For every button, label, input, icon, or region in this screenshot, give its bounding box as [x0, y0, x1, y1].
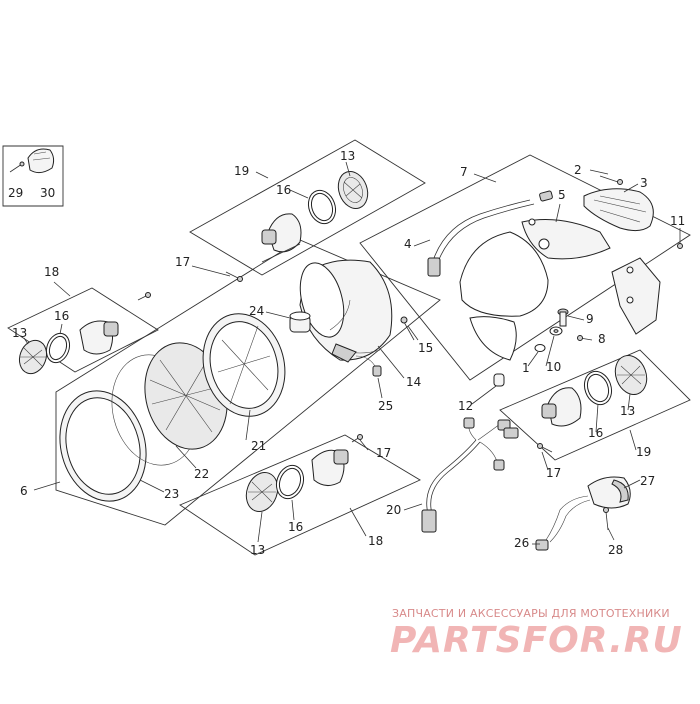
callout-c21: 21 — [251, 439, 266, 453]
group-box-6-headlight — [55, 239, 441, 526]
part-12-grommet — [493, 373, 505, 387]
callout-c16b: 16 — [288, 520, 303, 534]
watermark-logo: PARTSFOR.RU — [390, 620, 683, 660]
callout-c17b: 17 — [376, 446, 391, 460]
part-11-screw — [677, 228, 683, 249]
callout-c4: 4 — [404, 237, 412, 251]
callout-c19t: 19 — [234, 164, 249, 178]
group-box-19-top — [189, 139, 426, 276]
callout-c16t: 16 — [276, 183, 291, 197]
part-3-rear-light — [583, 188, 654, 232]
part-16-gasket-top — [307, 189, 337, 225]
part-27-plate-light — [587, 476, 631, 509]
callout-c8: 8 — [598, 332, 606, 346]
part-13-lens-top — [337, 171, 369, 209]
part-14-headlight-shell — [299, 259, 393, 363]
part-13-lens-left — [18, 339, 48, 375]
group-box-7-fairing — [359, 154, 691, 381]
callout-c13b: 13 — [250, 543, 265, 557]
callout-c5: 5 — [558, 188, 566, 202]
part-9-bolt — [557, 308, 569, 327]
callout-c11: 11 — [670, 214, 685, 228]
part-18-signal-body-left — [79, 320, 119, 355]
callout-c18b: 18 — [368, 534, 383, 548]
callout-c26: 26 — [514, 536, 529, 550]
part-19-signal-body-top — [261, 213, 302, 263]
part-24-bulb-socket — [289, 311, 311, 333]
part-25-wire-connector — [355, 355, 383, 399]
group-box-19-right — [499, 349, 691, 461]
leader-lines — [23, 161, 641, 545]
part-10-washer — [549, 326, 563, 336]
callout-c2: 2 — [574, 163, 582, 177]
callout-c22: 22 — [194, 467, 209, 481]
callout-c10: 10 — [546, 360, 561, 374]
part-13-lens-bottom — [245, 472, 279, 512]
part-13-lens-right — [614, 355, 648, 395]
group-box-18-bottom — [179, 434, 421, 556]
callout-c15: 15 — [418, 341, 433, 355]
part-30-cap — [27, 148, 55, 174]
callout-c13r: 13 — [620, 404, 635, 418]
callout-c6: 6 — [20, 484, 28, 498]
callout-c18l: 18 — [44, 265, 59, 279]
callout-c30: 30 — [40, 186, 55, 200]
part-2-screw — [599, 175, 623, 185]
callout-c16l: 16 — [54, 309, 69, 323]
group-outlines — [2, 139, 691, 556]
part-16-gasket-right — [583, 370, 613, 406]
callout-c24: 24 — [249, 304, 264, 318]
part-17-screw-top — [225, 271, 243, 282]
callout-c13l: 13 — [12, 326, 27, 340]
part-4-cable — [427, 190, 553, 277]
part-28-screw — [603, 507, 609, 531]
callout-c27: 27 — [640, 474, 655, 488]
part-15-screw — [400, 316, 415, 341]
callout-c7: 7 — [460, 165, 468, 179]
part-5-bracket — [521, 218, 611, 260]
callout-c16r: 16 — [588, 426, 603, 440]
callout-c23: 23 — [164, 487, 179, 501]
part-fairing-shell — [459, 231, 549, 361]
part-8-screw — [577, 335, 593, 341]
part-17-screw-right — [537, 443, 553, 453]
part-19-signal-body-right — [541, 387, 582, 427]
part-17-screw-left — [137, 292, 151, 301]
callout-c19r: 19 — [636, 445, 651, 459]
callout-c3: 3 — [640, 176, 648, 190]
part-plate-bracket — [611, 257, 661, 335]
watermark-tagline: ЗАПЧАСТИ И АКСЕССУАРЫ ДЛЯ МОТОТЕХНИКИ — [392, 607, 670, 620]
callout-c28: 28 — [608, 543, 623, 557]
part-21-reflector — [202, 313, 286, 417]
callout-c17r: 17 — [546, 466, 561, 480]
part-16-gasket-bottom — [275, 464, 305, 500]
part-20-wiring-harness — [421, 417, 519, 533]
part-18-signal-body-bottom — [311, 449, 349, 486]
part-17-screw-bottom — [351, 434, 363, 443]
part-16-gasket-left — [45, 332, 71, 364]
callout-c25: 25 — [378, 399, 393, 413]
watermark-logo-text: PARTSFOR.RU — [390, 620, 683, 660]
part-29-screw — [9, 161, 25, 173]
part-26-wire-lead — [535, 495, 591, 551]
group-box-29-30 — [2, 145, 64, 207]
callout-c9: 9 — [586, 312, 594, 326]
callout-c20: 20 — [386, 503, 401, 517]
part-23-trim-ring — [59, 390, 147, 502]
callout-c1: 1 — [522, 361, 530, 375]
callout-c29: 29 — [8, 186, 23, 200]
callout-c17t: 17 — [175, 255, 190, 269]
callout-c12: 12 — [458, 399, 473, 413]
callout-c14: 14 — [406, 375, 421, 389]
callout-c13t: 13 — [340, 149, 355, 163]
part-1-washer — [534, 344, 546, 352]
